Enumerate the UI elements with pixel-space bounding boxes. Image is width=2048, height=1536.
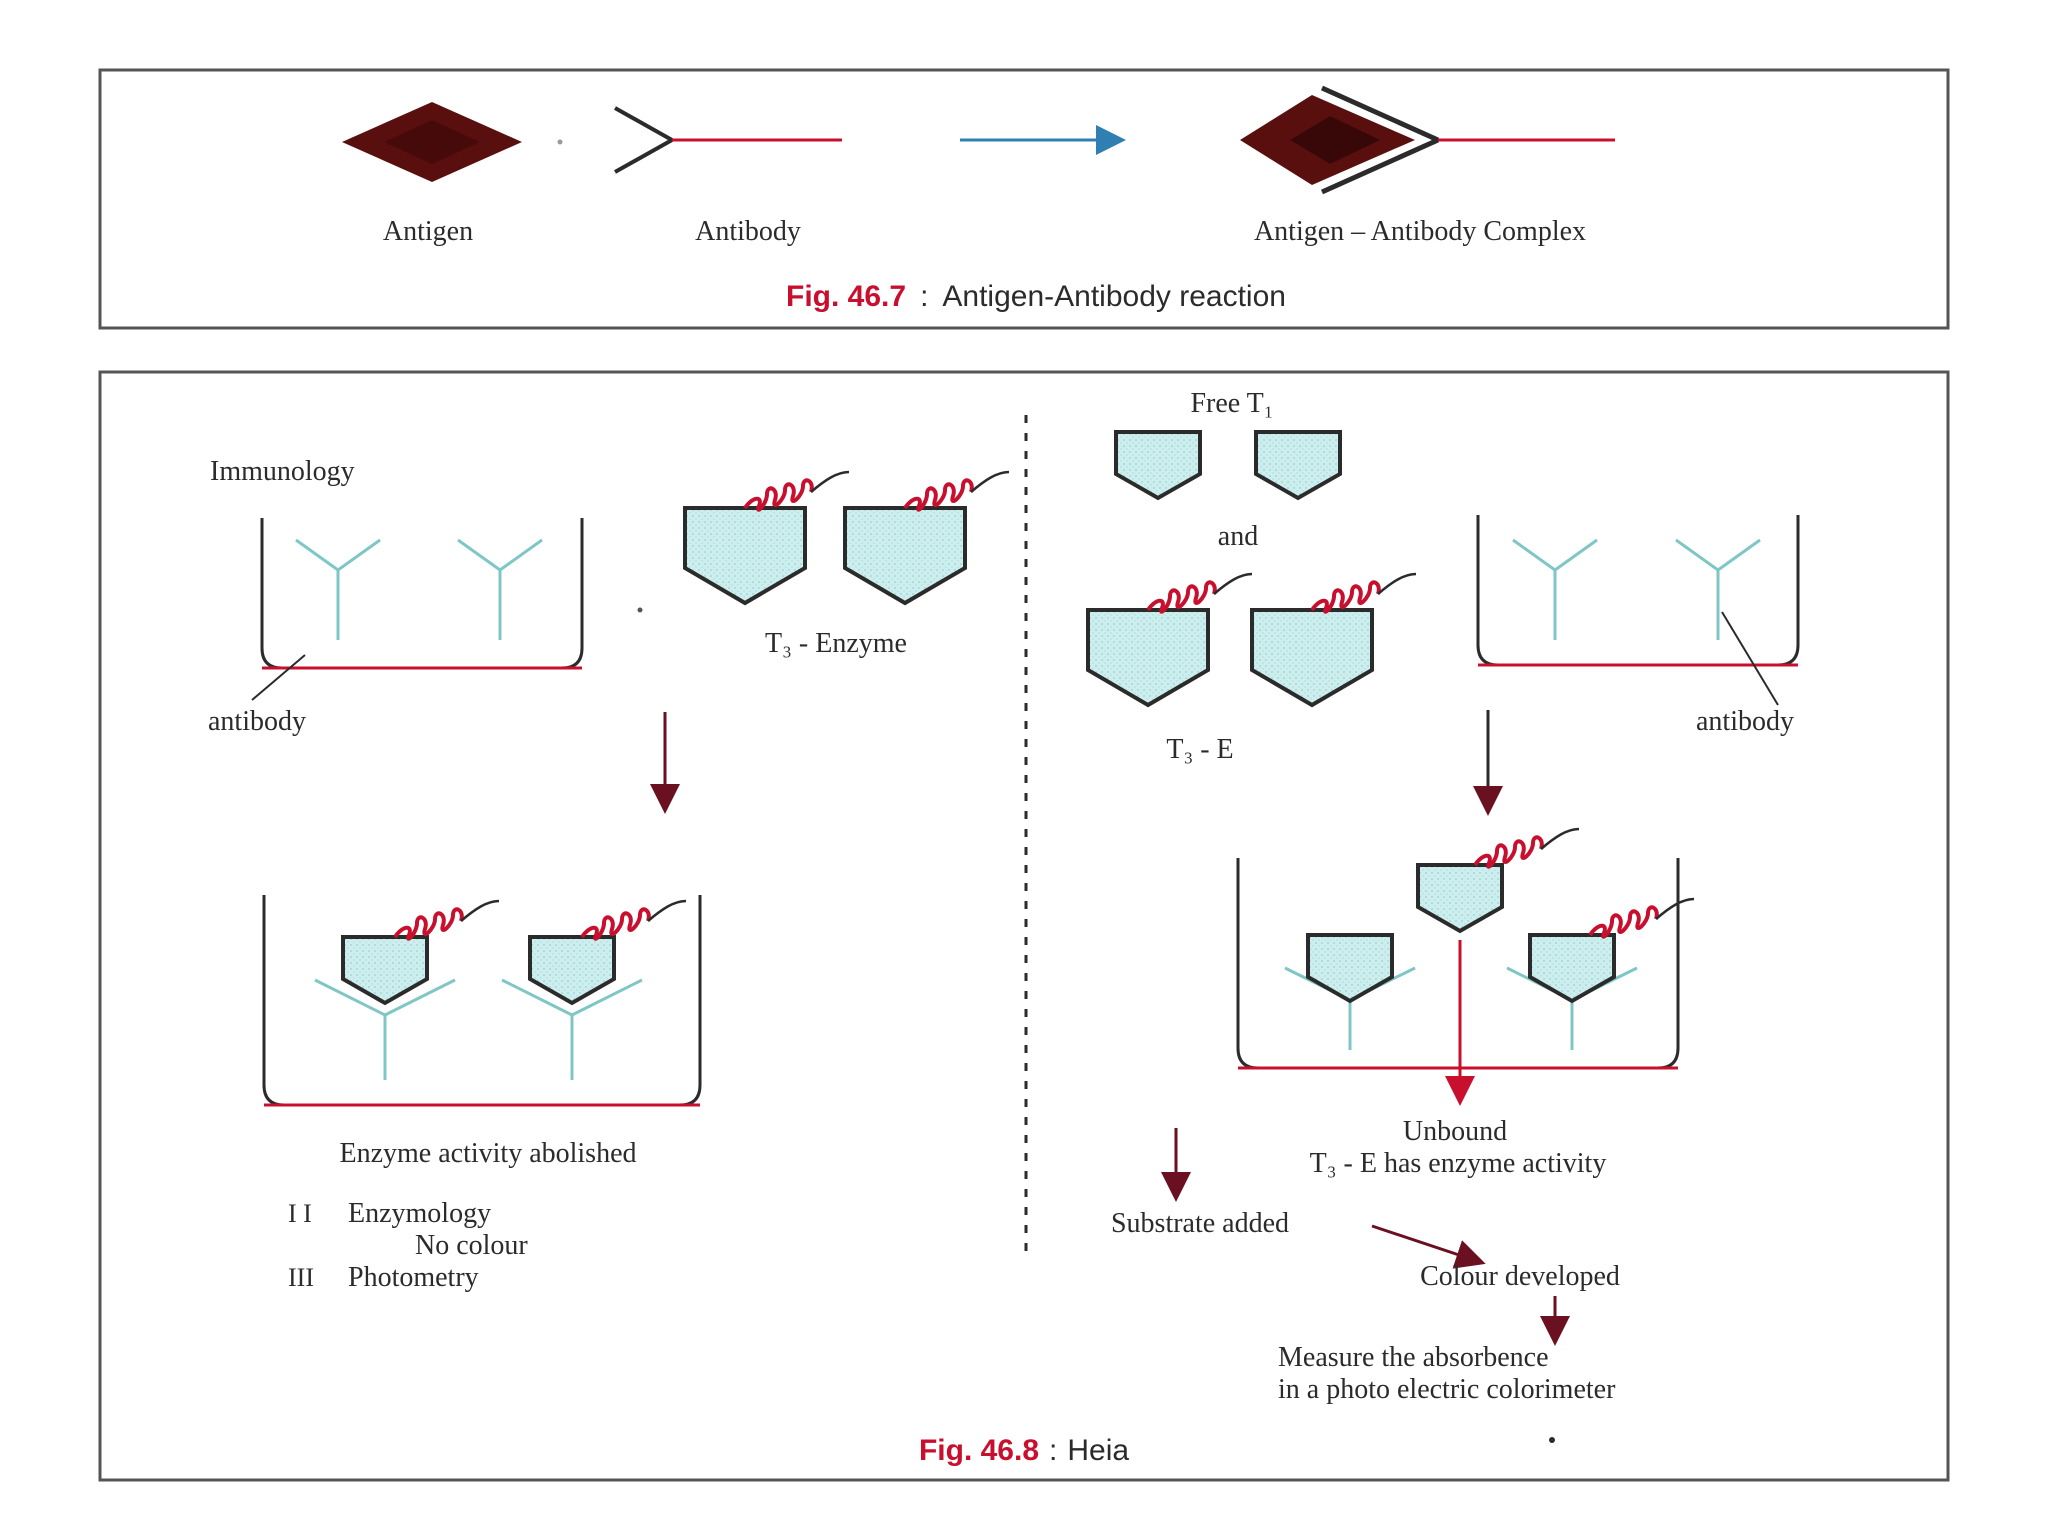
antibody-y-icon — [456, 538, 544, 642]
label-measure-2: in a photo electric colorimeter — [1278, 1374, 1616, 1405]
coil-icon — [1310, 572, 1418, 614]
label-complex: Antigen – Antibody Complex — [1254, 216, 1586, 247]
fig-46-8-caption-sep: : — [1049, 1434, 1057, 1467]
antigen-diamond-icon — [342, 102, 522, 182]
fig-46-7-caption-sep: : — [920, 280, 928, 313]
coil-icon — [1473, 827, 1581, 869]
antibody-y-icon — [1674, 538, 1762, 642]
bound-complex — [1506, 897, 1696, 1050]
label-t3-enzyme: T₃ - Enzyme — [765, 628, 907, 659]
antibody-y-icon — [1511, 538, 1599, 642]
antibody-y-icon — [614, 106, 842, 174]
reaction-vessel-icon — [260, 518, 584, 670]
unbound-conjugate — [1416, 827, 1581, 933]
label-colour: Colour developed — [1420, 1261, 1620, 1292]
coil-icon — [393, 899, 501, 941]
label-antibody: Antibody — [695, 216, 801, 247]
pointer-line — [1721, 611, 1779, 706]
step2-sub: No colour — [415, 1230, 528, 1261]
t3-enzyme-conjugate-icon — [1086, 572, 1254, 707]
fig-46-7-caption-text: Antigen-Antibody reaction — [942, 280, 1286, 313]
label-unbound-activity: T₃ - E has enzyme activity — [1310, 1148, 1607, 1179]
coil-icon — [743, 470, 851, 512]
free-t3-pentagon-icon — [1114, 430, 1202, 500]
coil-icon — [1146, 572, 1254, 614]
label-unbound: Unbound — [1403, 1116, 1507, 1147]
t3-enzyme-conjugate-icon — [683, 470, 851, 605]
diagonal-arrow-icon — [1371, 1224, 1486, 1269]
reaction-vessel-icon — [1476, 515, 1800, 667]
fig-46-7-frame — [98, 68, 1950, 330]
step3-label: Photometry — [348, 1262, 479, 1293]
reaction-vessel-icon — [1236, 858, 1680, 1070]
label-antibody-right: antibody — [1696, 706, 1794, 737]
coil-icon — [580, 899, 688, 941]
label-and: and — [1218, 521, 1258, 552]
fig-46-8: Immunology antibody T₃ - Enzyme — [98, 370, 1950, 1482]
step2-num: I I — [288, 1199, 312, 1228]
bound-complex — [501, 899, 688, 1080]
step2-label: Enzymology — [348, 1198, 491, 1229]
t3-enzyme-conjugate-icon — [843, 470, 1011, 605]
fig-46-7-caption-num: Fig. 46.7 — [786, 280, 906, 313]
label-immunology: Immunology — [210, 456, 355, 487]
bound-complex — [1284, 933, 1416, 1050]
label-antigen: Antigen — [383, 216, 473, 247]
fig-46-8-caption-text: Heia — [1067, 1434, 1129, 1467]
pointer-line — [251, 654, 306, 701]
label-free-t3: Free T₁ — [1190, 388, 1273, 419]
antigen-antibody-complex-icon — [1240, 85, 1615, 195]
fig-46-8-frame — [98, 370, 1950, 1482]
fig-46-8-caption-num: Fig. 46.8 — [919, 1434, 1039, 1467]
fig-46-8-caption: Fig. 46.8: Heia — [919, 1434, 1129, 1467]
antibody-y-icon — [294, 538, 382, 642]
fig-46-7: Antigen Antibody Antigen – Antibody Comp… — [98, 68, 1950, 330]
fig-46-7-caption: Fig. 46.7: Antigen-Antibody reaction — [786, 280, 1286, 313]
label-antibody-left: antibody — [208, 706, 306, 737]
coil-icon — [903, 470, 1011, 512]
label-activity-abolished: Enzyme activity abolished — [339, 1138, 636, 1169]
dot-separator — [557, 139, 563, 145]
label-t3e: T₃ - E — [1166, 734, 1233, 765]
stray-dot — [637, 607, 643, 613]
label-measure-1: Measure the absorbence — [1278, 1342, 1549, 1373]
t3-enzyme-conjugate-icon — [1250, 572, 1418, 707]
bound-complex — [314, 899, 501, 1080]
step3-num: III — [288, 1263, 314, 1292]
stray-dot — [1549, 1437, 1555, 1443]
label-substrate: Substrate added — [1111, 1208, 1289, 1239]
free-t3-pentagon-icon — [1254, 430, 1342, 500]
reaction-vessel-icon — [262, 895, 702, 1107]
